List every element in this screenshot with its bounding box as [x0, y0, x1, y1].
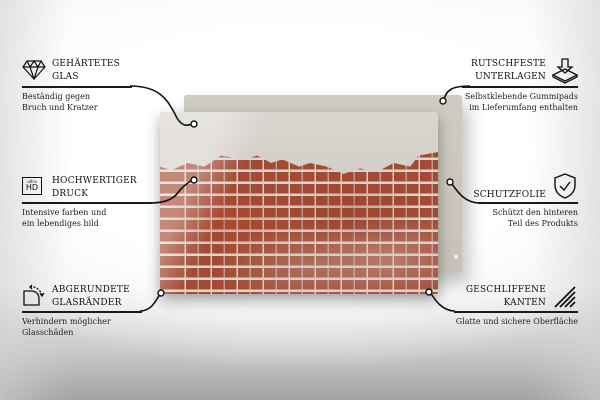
- feature-desc-line: Intensive farben und: [22, 208, 107, 217]
- ultra-hd-icon: ultra HD: [22, 177, 42, 195]
- feature-desc-line: ein lebendiges bild: [22, 219, 99, 228]
- feature-desc-line: Teil des Produkts: [507, 219, 578, 228]
- feature-title: DRUCK: [52, 189, 89, 199]
- feature-title: GEHÄRTETES: [52, 59, 121, 69]
- mount-hole: [454, 255, 458, 259]
- feature-desc-edges: Verhindern möglicher Glasschäden: [22, 316, 172, 338]
- feature-title: SCHUTZFOLIE: [473, 190, 546, 200]
- feature-desc-line: Glasschäden: [22, 328, 74, 337]
- feature-rule: [462, 86, 578, 88]
- hd-label: HD: [25, 183, 39, 192]
- shield-check-icon: [554, 173, 576, 199]
- feature-title: HOCHWERTIGER: [52, 176, 137, 186]
- feature-desc-line: Bruch und Kratzer: [22, 103, 98, 112]
- feature-rule: [22, 202, 152, 204]
- feature-title: KANTEN: [503, 298, 546, 308]
- feature-desc-polished: Glatte und sichere Oberfläche: [398, 316, 578, 327]
- feature-rule: [478, 202, 578, 204]
- polished-edge-icon: [554, 286, 576, 308]
- feature-desc-line: Verhindern möglicher: [22, 317, 111, 326]
- rounded-corner-icon: [23, 284, 45, 306]
- feature-desc-line: Beständig gegen: [22, 92, 91, 101]
- feature-desc-foil: Schützt den hinteren Teil des Produkts: [408, 207, 578, 229]
- feature-desc-line: im Lieferumfang enthalten: [469, 103, 578, 112]
- feature-desc-print: Intensive farben und ein lebendiges bild: [22, 207, 172, 229]
- right-vignette: [530, 0, 600, 400]
- feature-title: RUTSCHFESTE: [470, 59, 546, 69]
- feature-rule: [454, 311, 578, 313]
- feature-title: GESCHLIFFENE: [465, 285, 546, 295]
- diamond-icon: [22, 60, 46, 80]
- feature-desc-line: Schützt den hinteren: [492, 208, 578, 217]
- non-slip-pad-icon: [552, 58, 578, 84]
- glass-glare: [160, 112, 438, 294]
- feature-rule: [22, 86, 132, 88]
- feature-desc-line: Selbstklebende Gummipads: [464, 92, 578, 101]
- product-glass-print: [160, 112, 438, 294]
- feature-desc-glass: Beständig gegen Bruch und Kratzer: [22, 91, 172, 113]
- feature-title: ABGERUNDETE: [52, 285, 130, 295]
- feature-desc-pads: Selbstklebende Gummipads im Lieferumfang…: [408, 91, 578, 113]
- feature-title: GLAS: [52, 72, 79, 82]
- feature-desc-line: Glatte und sichere Oberfläche: [455, 317, 578, 326]
- plaster-layer: [160, 112, 438, 174]
- feature-rule: [22, 311, 142, 313]
- ultra-label: ultra: [27, 179, 37, 184]
- feature-title: UNTERLAGEN: [475, 72, 546, 82]
- feature-title: GLASRÄNDER: [52, 298, 122, 308]
